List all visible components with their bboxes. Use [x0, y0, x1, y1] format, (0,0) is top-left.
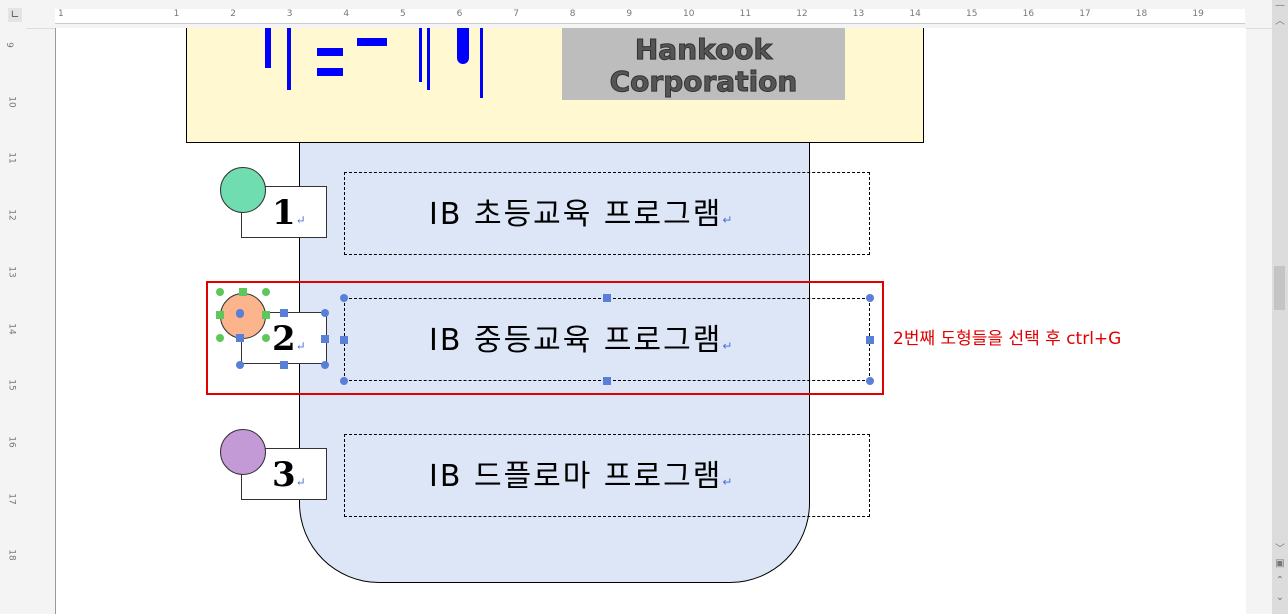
select-browse-object-icon[interactable]: ▣ [1275, 558, 1285, 569]
item-number: 2 [272, 319, 296, 359]
ruler-tick-label: 16 [1022, 9, 1035, 19]
paragraph-mark: ↵ [722, 339, 735, 353]
background-bar-shape[interactable] [299, 143, 810, 583]
instruction-annotation: 2번째 도형들을 선택 후 ctrl+G [893, 329, 1122, 349]
ruler-tick-label: 17 [6, 492, 17, 505]
scrollbar-thumb[interactable] [1274, 266, 1285, 310]
ruler-tick-label: 6 [456, 9, 463, 19]
item-label: IB 초등교육 프로그램 [429, 197, 723, 232]
ruler-tick-label: 4 [343, 9, 350, 19]
selection-handle[interactable] [321, 361, 329, 369]
ruler-tick-label: 13 [6, 266, 17, 278]
ruler-tick-label: 10 [683, 9, 695, 19]
selection-handle[interactable] [216, 334, 224, 342]
paragraph-mark: ↵ [722, 213, 735, 227]
selection-handle[interactable] [262, 334, 270, 342]
selection-handle[interactable] [340, 377, 348, 385]
selection-handle[interactable] [239, 288, 247, 296]
company-logo: Hankook Corporation [562, 28, 845, 100]
selection-handle[interactable] [236, 334, 244, 342]
ruler-tick-label: 2 [230, 9, 236, 19]
previous-page-button[interactable]: ⌃ [1275, 575, 1285, 586]
selection-highlight-box [206, 281, 884, 395]
ruler-tick-label: 5 [400, 9, 406, 19]
tab-stop-selector[interactable]: ∟ [8, 8, 22, 22]
item-number: 1 [272, 193, 296, 233]
selection-handle[interactable] [280, 361, 288, 369]
item-circle[interactable] [220, 429, 266, 475]
ruler-scale [55, 9, 1245, 24]
ruler-tick-label: 7 [513, 9, 519, 19]
ruler-tick-label: 11 [6, 152, 17, 165]
ruler-tick-label: 11 [739, 9, 752, 19]
split-handle-icon[interactable]: — [1275, 0, 1285, 11]
ruler-tick-label: 14 [909, 9, 921, 19]
ruler-tick-label: 12 [796, 9, 808, 19]
ruler-tick-label: 18 [1135, 9, 1148, 19]
ruler-tick-label: 15 [966, 9, 978, 19]
item-text-box[interactable]: IB 초등교육 프로그램↵ [344, 172, 870, 255]
ruler-tick-label: 17 [1079, 9, 1091, 19]
selection-handle[interactable] [236, 361, 244, 369]
selection-handle[interactable] [216, 311, 224, 319]
selection-handle[interactable] [262, 311, 270, 319]
item-text-box[interactable]: IB 드플로마 프로그램↵ [344, 434, 870, 517]
ruler-tick-label: 12 [6, 209, 17, 221]
selection-handle[interactable] [216, 288, 224, 296]
item-circle[interactable] [220, 167, 266, 213]
ruler-tick-label: 9 [3, 42, 14, 48]
selection-handle[interactable] [340, 336, 348, 344]
selection-handle[interactable] [280, 309, 288, 317]
item-number: 3 [272, 455, 296, 495]
paragraph-mark: ↵ [295, 475, 306, 489]
selection-handle[interactable] [866, 294, 874, 302]
ruler-tick-label: 10 [6, 95, 17, 108]
paragraph-mark: ↵ [722, 475, 735, 489]
scroll-down-button[interactable]: ﹀ [1275, 544, 1285, 555]
ruler-tick-label: 15 [6, 379, 17, 391]
selection-handle[interactable] [321, 309, 329, 317]
selection-handle[interactable] [340, 294, 348, 302]
ruler-tick-label: 3 [286, 9, 293, 19]
next-page-button[interactable]: ⌄ [1275, 592, 1285, 603]
ruler-tick-label: 9 [626, 9, 633, 19]
selection-handle[interactable] [603, 294, 611, 302]
paragraph-mark: ↵ [295, 213, 306, 227]
ruler-tick-label: 18 [6, 549, 17, 562]
selection-handle[interactable] [603, 377, 611, 385]
scroll-up-button[interactable]: ︿ [1275, 16, 1285, 27]
selection-handle[interactable] [321, 335, 329, 343]
item-label: IB 드플로마 프로그램 [429, 459, 723, 494]
ruler-tick-label: 8 [569, 9, 576, 19]
paragraph-mark: ↵ [295, 339, 306, 353]
selection-handle[interactable] [866, 336, 874, 344]
item-label: IB 중등교육 프로그램 [429, 323, 723, 358]
ruler-tick-label: 14 [6, 322, 17, 335]
selection-handle[interactable] [866, 377, 874, 385]
ruler-tick-label: 16 [6, 436, 17, 448]
ruler-tick-label: 1 [58, 9, 64, 19]
ruler-tick-label: 1 [173, 9, 180, 19]
selection-handle[interactable] [236, 310, 244, 318]
ruler-tick-label: 13 [852, 9, 865, 19]
ruler-tick-label: 19 [1192, 9, 1204, 19]
vertical-ruler[interactable]: 9 10 11 12 13 14 15 16 17 18 [0, 28, 26, 614]
selection-handle[interactable] [262, 288, 270, 296]
